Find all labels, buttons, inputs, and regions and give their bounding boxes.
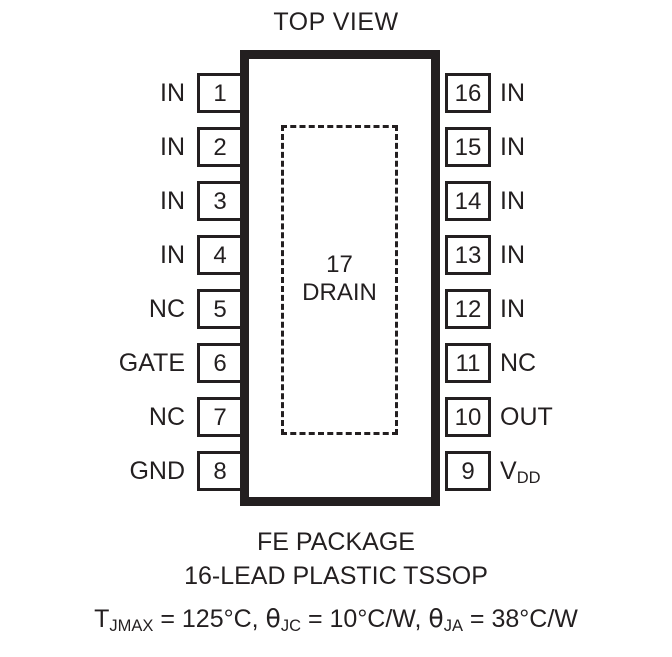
pin-box-10[interactable]: 10 xyxy=(445,397,491,437)
pin-label-15: IN xyxy=(500,133,525,161)
pin-row-2: IN 2 xyxy=(30,127,243,167)
exposed-pad-label: 17 DRAIN xyxy=(281,251,398,307)
pin-row-5: NC 5 xyxy=(30,289,243,329)
pin-label-9-base: V xyxy=(500,457,517,485)
top-view-title: TOP VIEW xyxy=(273,8,399,36)
theta-jc-value: = 10°C/W, xyxy=(301,605,429,633)
pin-box-12[interactable]: 12 xyxy=(445,289,491,329)
pin-label-13: IN xyxy=(500,241,525,269)
pin-box-1[interactable]: 1 xyxy=(197,73,243,113)
theta-ja-value: = 38°C/W xyxy=(462,605,578,633)
exposed-pad-number: 17 xyxy=(326,251,353,278)
package-description-caption: 16-LEAD PLASTIC TSSOP xyxy=(184,562,488,590)
pin-row-10: 10 OUT xyxy=(440,397,650,437)
pin-label-2: IN xyxy=(160,133,185,161)
pin-box-6[interactable]: 6 xyxy=(197,343,243,383)
pin-row-6: GATE 6 xyxy=(30,343,243,383)
tjmax-symbol: T xyxy=(94,605,110,633)
pin-row-16: 16 IN xyxy=(440,73,650,113)
theta-ja-subscript: JA xyxy=(443,617,463,636)
tjmax-subscript: JMAX xyxy=(109,617,154,636)
pin-row-7: NC 7 xyxy=(30,397,243,437)
pin-box-16[interactable]: 16 xyxy=(445,73,491,113)
pin-box-9[interactable]: 9 xyxy=(445,451,491,491)
exposed-pad-name: DRAIN xyxy=(302,278,377,306)
pin-label-14: IN xyxy=(500,187,525,215)
thermal-spec-caption: TJMAX = 125°C, θJC = 10°C/W, θJA = 38°C/… xyxy=(0,604,672,636)
pin-box-4[interactable]: 4 xyxy=(197,235,243,275)
pin-box-7[interactable]: 7 xyxy=(197,397,243,437)
pin-box-15[interactable]: 15 xyxy=(445,127,491,167)
pin-row-11: 11 NC xyxy=(440,343,650,383)
theta-jc-subscript: JC xyxy=(280,617,302,636)
pin-row-15: 15 IN xyxy=(440,127,650,167)
exposed-pad-outline xyxy=(281,125,398,435)
pin-box-8[interactable]: 8 xyxy=(197,451,243,491)
theta-jc-symbol: θ xyxy=(265,604,281,633)
pin-box-14[interactable]: 14 xyxy=(445,181,491,221)
pin-label-5: NC xyxy=(148,295,185,323)
pin-row-1: IN 1 xyxy=(30,73,243,113)
pin-row-4: IN 4 xyxy=(30,235,243,275)
pin-label-9-subscript: DD xyxy=(516,469,541,488)
package-name-caption: FE PACKAGE xyxy=(257,528,415,556)
theta-ja-symbol: θ xyxy=(428,604,444,633)
pin-label-7: NC xyxy=(148,403,185,431)
pin-label-8: GND xyxy=(129,457,185,485)
pin-box-13[interactable]: 13 xyxy=(445,235,491,275)
pin-box-2[interactable]: 2 xyxy=(197,127,243,167)
pin-label-10: OUT xyxy=(500,403,553,431)
pin-row-13: 13 IN xyxy=(440,235,650,275)
pin-row-14: 14 IN xyxy=(440,181,650,221)
pin-label-3: IN xyxy=(160,187,185,215)
pin-row-12: 12 IN xyxy=(440,289,650,329)
pin-row-9: 9 VDD xyxy=(440,451,650,491)
pin-box-3[interactable]: 3 xyxy=(197,181,243,221)
pin-label-12: IN xyxy=(500,295,525,323)
pin-label-1: IN xyxy=(160,79,185,107)
tjmax-value: = 125°C, xyxy=(153,605,266,633)
pin-label-6: GATE xyxy=(118,349,185,377)
pin-label-4: IN xyxy=(160,241,185,269)
pin-box-5[interactable]: 5 xyxy=(197,289,243,329)
pin-label-11: NC xyxy=(500,349,537,377)
pin-label-9: VDD xyxy=(500,452,541,493)
pin-row-8: GND 8 xyxy=(30,451,243,491)
pin-label-16: IN xyxy=(500,79,525,107)
pin-row-3: IN 3 xyxy=(30,181,243,221)
pin-box-11[interactable]: 11 xyxy=(445,343,491,383)
